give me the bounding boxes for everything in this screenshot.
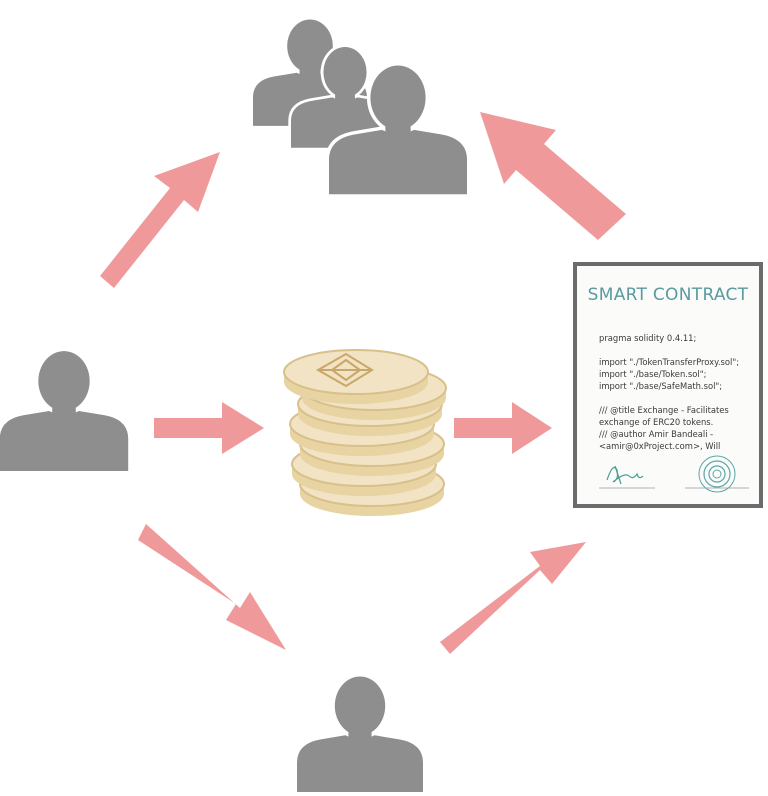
arrow-sender-to-coins xyxy=(154,402,264,454)
arrow-receiver-to-contract xyxy=(440,542,586,654)
smart-contract-document: SMART CONTRACT pragma solidity 0.4.11; i… xyxy=(573,262,763,508)
arrow-sender-to-receiver xyxy=(138,524,286,650)
code-line: /// @author Amir Bandeali - xyxy=(599,429,714,439)
receiver-person-icon xyxy=(297,676,423,795)
signature-icon xyxy=(599,465,655,489)
contract-title: SMART CONTRACT xyxy=(587,285,749,305)
sender-person-icon xyxy=(0,351,129,471)
ethereum-logo-icon xyxy=(315,352,374,388)
seal-icon xyxy=(685,455,749,493)
code-line: pragma solidity 0.4.11; xyxy=(599,333,697,343)
code-line: /// @title Exchange - Facilitates xyxy=(599,405,729,415)
code-line: import "./TokenTransferProxy.sol"; xyxy=(599,357,740,367)
code-line: import "./base/Token.sol"; xyxy=(599,369,707,379)
arrow-contract-to-group xyxy=(480,112,626,240)
contract-decorations xyxy=(599,455,749,493)
arrow-coins-to-contract xyxy=(454,402,552,454)
code-line: exchange of ERC20 tokens. xyxy=(599,417,714,427)
arrow-sender-to-group xyxy=(100,152,220,288)
contract-code: pragma solidity 0.4.11; import "./TokenT… xyxy=(599,332,759,452)
code-line: import "./base/SafeMath.sol"; xyxy=(599,381,723,391)
people-group-icon xyxy=(253,19,467,194)
code-line: <amir@0xProject.com>, Will xyxy=(599,441,721,451)
coin-stack-icon xyxy=(283,349,447,517)
